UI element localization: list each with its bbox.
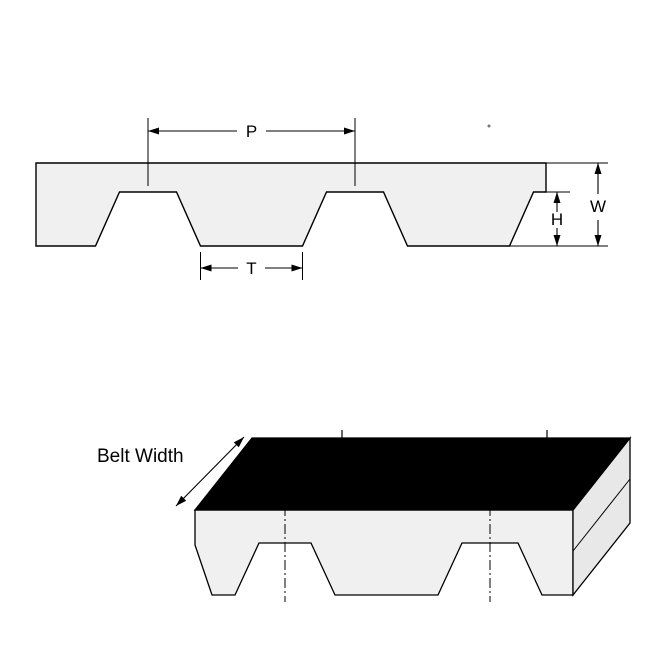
tooth-width-arrowhead-left bbox=[200, 264, 212, 272]
speck-dot bbox=[487, 124, 491, 128]
pitch-arrowhead-right bbox=[344, 127, 355, 135]
tooth-width-arrowhead-right bbox=[291, 264, 303, 272]
thickness-arrowhead-down bbox=[594, 235, 602, 246]
belt-width-arrowhead-upper bbox=[233, 437, 244, 448]
end-face-root-line bbox=[572, 478, 631, 552]
pitch-arrowhead-left bbox=[148, 127, 159, 135]
belt-profile-shape bbox=[35, 162, 547, 247]
pitch-label: P bbox=[246, 122, 257, 141]
belt-width-arrow-line bbox=[175, 436, 245, 507]
tooth-width-label: T bbox=[246, 259, 256, 278]
belt-width-label: Belt Width bbox=[97, 446, 184, 467]
thickness-arrowhead-up bbox=[594, 163, 602, 174]
tooth-height-label: H bbox=[551, 210, 563, 229]
belt-front-face bbox=[194, 509, 574, 596]
belt-top-face bbox=[193, 437, 632, 511]
belt-perspective-view: Belt Width bbox=[97, 430, 632, 602]
belt-width-arrowhead-lower bbox=[176, 495, 187, 506]
thickness-label: W bbox=[590, 197, 606, 216]
tooth-height-arrowhead-down bbox=[553, 235, 561, 246]
belt-cross-section-diagram: P T H W bbox=[35, 118, 608, 280]
tooth-height-arrowhead-up bbox=[553, 192, 561, 203]
